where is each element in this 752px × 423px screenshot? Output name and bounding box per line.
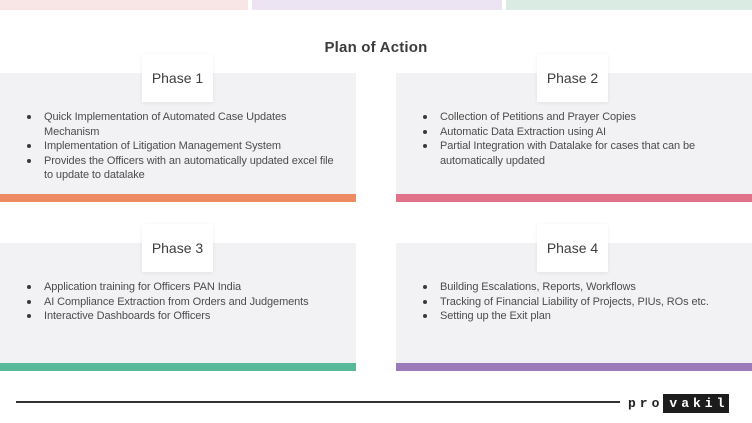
phase-4-label: Phase 4 <box>537 224 608 272</box>
phase-3-bullet-list: Application training for Officers PAN In… <box>0 280 356 324</box>
bullet-item: AI Compliance Extraction from Orders and… <box>0 295 338 310</box>
bullet-item: Interactive Dashboards for Officers <box>0 309 338 324</box>
bullet-item: Quick Implementation of Automated Case U… <box>0 110 338 139</box>
bullet-item: Application training for Officers PAN In… <box>0 280 338 295</box>
bullet-item: Collection of Petitions and Prayer Copie… <box>396 110 734 125</box>
top-accent-bar-lavender <box>252 0 502 10</box>
logo-text-vakil: vakil <box>663 393 730 413</box>
logo-text-pro: pro <box>628 395 664 411</box>
slide-title: Plan of Action <box>324 39 428 56</box>
bullet-item: Partial Integration with Datalake for ca… <box>396 139 734 168</box>
bullet-item: Provides the Officers with an automatica… <box>0 154 338 183</box>
phase-3-label: Phase 3 <box>142 224 213 272</box>
footer-divider-line <box>16 401 620 403</box>
bullet-item: Implementation of Litigation Management … <box>0 139 338 154</box>
bullet-item: Automatic Data Extraction using AI <box>396 125 734 140</box>
top-accent-bar-pink <box>0 0 248 10</box>
bullet-item: Building Escalations, Reports, Workflows <box>396 280 734 295</box>
bullet-item: Tracking of Financial Liability of Proje… <box>396 295 734 310</box>
top-accent-bar-mint <box>506 0 752 10</box>
bullet-item: Setting up the Exit plan <box>396 309 734 324</box>
phase-2-label: Phase 2 <box>537 54 608 102</box>
phase-4-bullet-list: Building Escalations, Reports, Workflows… <box>396 280 752 324</box>
phase-2-bullet-list: Collection of Petitions and Prayer Copie… <box>396 110 752 168</box>
phase-1-bullet-list: Quick Implementation of Automated Case U… <box>0 110 356 183</box>
phase-1-label: Phase 1 <box>142 54 213 102</box>
phase-4-card: Building Escalations, Reports, Workflows… <box>396 243 752 371</box>
